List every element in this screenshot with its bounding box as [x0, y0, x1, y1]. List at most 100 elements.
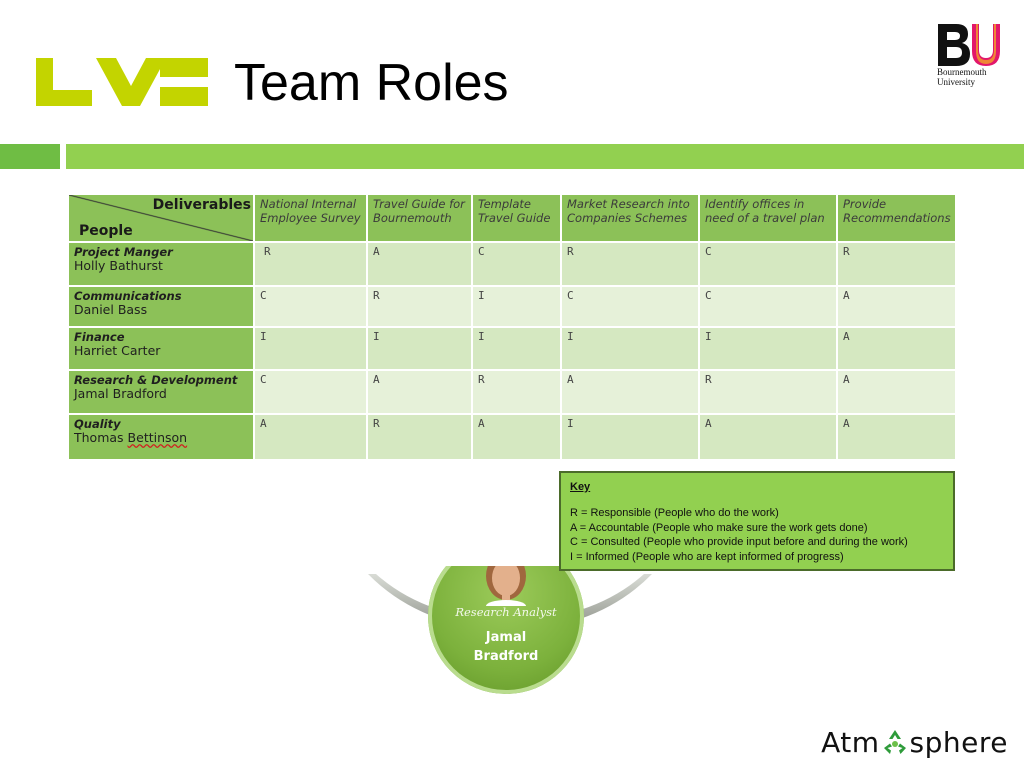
- role-label: Finance: [74, 330, 125, 344]
- table-cell: A: [836, 413, 957, 461]
- table-cell: C: [698, 241, 838, 287]
- brand-text-left: Atm: [821, 725, 880, 759]
- table-corner-cell: Deliverables People: [67, 193, 255, 243]
- person-name: Jamal Bradford: [74, 386, 167, 401]
- person-name: Harriet Carter: [74, 343, 161, 358]
- key-box: Key R = Responsible (People who do the w…: [559, 471, 955, 571]
- table-cell: C: [253, 369, 368, 415]
- avatar: [486, 566, 526, 606]
- person-first-name: Thomas: [74, 430, 124, 445]
- slide-title: Team Roles: [234, 54, 509, 112]
- accent-bar-right: [66, 144, 1024, 169]
- key-item: I = Informed (People who are kept inform…: [570, 550, 844, 563]
- column-header-line: Bournemouth: [373, 211, 452, 225]
- column-header-line: Employee Survey: [260, 211, 361, 225]
- table-cell: C: [253, 285, 368, 328]
- lv-logo: [36, 58, 208, 106]
- org-chart-node: Research Analyst Jamal Bradford: [428, 566, 584, 694]
- table-cell: I: [366, 326, 473, 371]
- column-header-line: Identify offices in: [705, 197, 805, 211]
- column-header-line: need of a travel plan: [705, 211, 825, 225]
- table-cell: I: [253, 326, 368, 371]
- table-cell: I: [471, 285, 562, 328]
- recycle-icon: [883, 730, 906, 754]
- table-cell: A: [366, 369, 473, 415]
- key-item: A = Accountable (People who make sure th…: [570, 521, 868, 534]
- column-header-line: Template: [478, 197, 532, 211]
- table-cell: R: [560, 241, 700, 287]
- table-cell: I: [471, 326, 562, 371]
- table-cell: R: [366, 285, 473, 328]
- role-label: Research & Development: [74, 373, 238, 387]
- role-label: Project Manger: [74, 245, 173, 259]
- table-cell: A: [836, 369, 957, 415]
- table-cell: A: [698, 413, 838, 461]
- person-last-name: Bettinson: [127, 430, 188, 445]
- table-cell: A: [471, 413, 562, 461]
- column-header-line: Recommendations: [843, 211, 951, 225]
- role-label: Quality: [74, 417, 121, 431]
- table-cell: C: [560, 285, 700, 328]
- role-label: Communications: [74, 289, 182, 303]
- table-cell: R: [471, 369, 562, 415]
- column-header-line: Provide: [843, 197, 887, 211]
- table-cell: C: [471, 241, 562, 287]
- table-cell: R: [836, 241, 957, 287]
- person-name: Daniel Bass: [74, 302, 148, 317]
- key-item: C = Consulted (People who provide input …: [570, 536, 908, 548]
- table-cell: R: [698, 369, 838, 415]
- column-header-line: National Internal: [260, 197, 357, 211]
- atmosphere-logo: Atm sphere: [821, 722, 1008, 762]
- table-cell: R: [253, 241, 368, 287]
- person-name: Thomas Bettinson: [74, 431, 248, 445]
- org-node-name-line2: Bradford: [473, 649, 539, 664]
- org-node-name: Jamal Bradford: [428, 628, 584, 666]
- table-cell: I: [560, 326, 700, 371]
- people-label: People: [79, 223, 133, 239]
- table-cell: A: [253, 413, 368, 461]
- org-node-role: Research Analyst: [455, 605, 557, 619]
- table-cell: A: [366, 241, 473, 287]
- table-cell: I: [560, 413, 700, 461]
- org-node-name-line1: Jamal: [485, 630, 527, 645]
- person-name: Holly Bathurst: [74, 258, 163, 273]
- column-header-line: Companies Schemes: [567, 211, 688, 225]
- table-cell: A: [836, 326, 957, 371]
- column-header-line: Travel Guide: [478, 211, 551, 225]
- deliverables-label: Deliverables: [152, 197, 251, 213]
- table-cell: A: [560, 369, 700, 415]
- brand-text-right: sphere: [909, 725, 1008, 759]
- table-cell: C: [698, 285, 838, 328]
- bu-name-line2: University: [937, 77, 975, 87]
- bu-logo: [938, 24, 1000, 66]
- key-title: Key: [570, 481, 591, 493]
- bu-name: Bournemouth University: [937, 67, 1017, 87]
- bu-name-line1: Bournemouth: [937, 67, 987, 77]
- table-cell: A: [836, 285, 957, 328]
- column-header-line: Travel Guide for: [373, 197, 465, 211]
- key-list: R = Responsible (People who do the work)…: [570, 506, 908, 564]
- key-item: R = Responsible (People who do the work): [570, 507, 779, 519]
- column-header-line: Market Research into: [567, 197, 690, 211]
- table-cell: I: [698, 326, 838, 371]
- accent-bar-left: [0, 144, 60, 169]
- table-cell: R: [366, 413, 473, 461]
